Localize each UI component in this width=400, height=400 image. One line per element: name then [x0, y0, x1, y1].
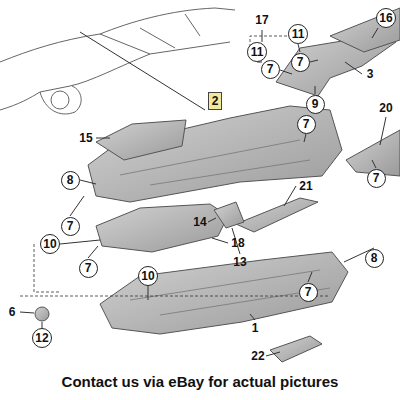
callout-number: 6 [8, 305, 17, 319]
callout-text: 14 [193, 216, 206, 228]
leader-lines [20, 28, 386, 356]
callout-text: 18 [231, 237, 244, 249]
panel-2 [88, 106, 342, 202]
callout-number: 7 [291, 53, 310, 72]
callout-text: 7 [67, 220, 74, 232]
callout-text: 13 [233, 256, 246, 268]
strip-21 [236, 198, 318, 232]
leader-line [80, 32, 205, 110]
caption: Contact us via eBay for actual pictures [62, 373, 339, 390]
callout-number: 7 [261, 60, 280, 79]
callout-text: 7 [303, 118, 310, 130]
callout-text: 10 [43, 238, 56, 250]
callout-number: 7 [299, 283, 318, 302]
callout-number: 18 [230, 236, 245, 250]
callout-number: 3 [366, 67, 375, 81]
callout-text: 7 [297, 56, 304, 68]
bracket-14 [214, 202, 244, 228]
callout-text: 1 [252, 322, 259, 334]
clip-6 [35, 307, 49, 321]
callout-number: 21 [298, 179, 313, 193]
panel-18 [96, 204, 228, 252]
callout-text: 3 [367, 68, 374, 80]
callout-number: 14 [192, 215, 207, 229]
callout-text: 9 [312, 98, 319, 110]
callout-number: 20 [378, 101, 393, 115]
callout-text: 11 [251, 46, 264, 58]
callout-number: 10 [40, 234, 60, 254]
callout-text: 21 [299, 180, 312, 192]
callout-number: 15 [78, 131, 93, 145]
callout-text: 15 [79, 132, 92, 144]
callout-number: 7 [61, 217, 80, 236]
callout-text: 16 [379, 12, 392, 24]
callout-text: 8 [67, 174, 74, 186]
callout-text: 22 [251, 350, 264, 362]
caption-box: Contact us via eBay for actual pictures [0, 373, 400, 390]
callout-text: 7 [305, 286, 312, 298]
callout-text: 17 [255, 14, 268, 26]
callout-text: 20 [379, 102, 392, 114]
callout-number: 8 [365, 249, 384, 268]
callout-text: 10 [141, 270, 154, 282]
panel-16 [330, 8, 400, 52]
callout-number: 7 [79, 259, 98, 278]
callout-number: 7 [367, 169, 386, 188]
callout-number: 8 [61, 171, 80, 190]
callout-text: 7 [373, 172, 380, 184]
callout-text: 12 [35, 332, 48, 344]
callout-text: 2 [212, 95, 219, 107]
callout-number: 17 [254, 13, 269, 27]
callout-number: 22 [250, 349, 265, 363]
callout-number: 2 [208, 92, 223, 110]
plate-22 [270, 336, 322, 362]
callout-text: 7 [267, 63, 274, 75]
callout-text: 6 [9, 306, 16, 318]
callout-number: 13 [232, 255, 247, 269]
callout-number: 12 [32, 328, 52, 348]
callout-number: 7 [297, 115, 316, 134]
callout-text: 7 [85, 262, 92, 274]
underbody-panels [35, 8, 400, 362]
callout-number: 9 [306, 95, 325, 114]
car-outline [0, 8, 235, 114]
callout-number: 1 [251, 321, 260, 335]
callout-text: 8 [371, 252, 378, 264]
panel-1 [100, 252, 348, 334]
panel-15 [96, 120, 186, 160]
callout-number: 11 [247, 42, 267, 62]
callout-number: 11 [288, 24, 308, 44]
callout-text: 11 [292, 28, 305, 40]
